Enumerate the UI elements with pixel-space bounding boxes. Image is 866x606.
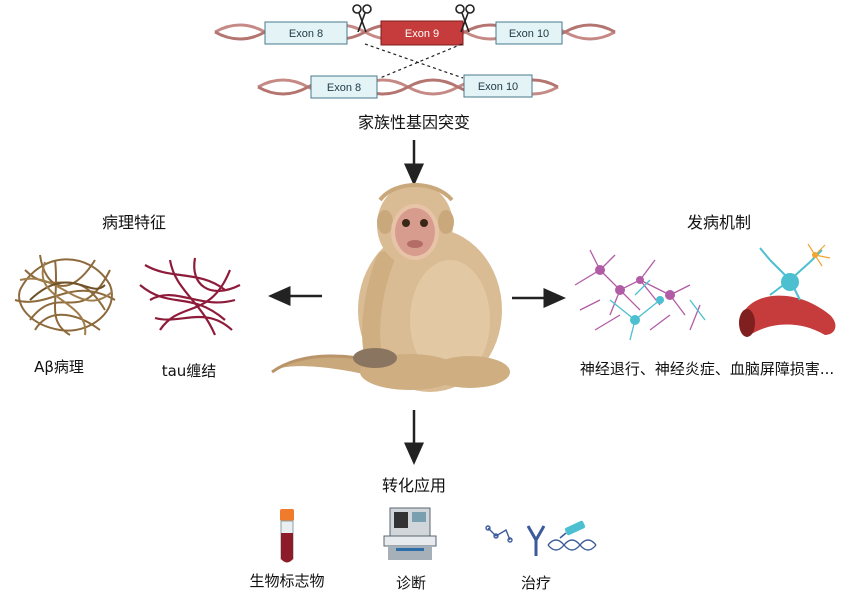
- scissors-icon: [352, 4, 372, 33]
- exon-8-box-bottom: Exon 8: [310, 75, 378, 99]
- antibody-icon: [526, 525, 546, 556]
- left-section-title: 病理特征: [101, 213, 167, 232]
- neuron-network-illustration: [574, 249, 706, 341]
- bottom-section-title: 转化应用: [381, 476, 447, 495]
- tau-tangle-illustration: [139, 257, 241, 336]
- exon-8-label-top: Exon 8: [289, 28, 323, 40]
- dna-helix-icon: [547, 539, 597, 551]
- top-caption: 家族性基因突变: [357, 113, 471, 132]
- biomarker-label: 生物标志物: [249, 572, 325, 590]
- therapy-molecules-icon: [485, 520, 597, 556]
- mechanism-caption: 神经退行、神经炎症、血脑屏障损害...: [579, 360, 835, 378]
- exon-8-label-bottom: Exon 8: [327, 82, 361, 94]
- exon-10-box-bottom: Exon 10: [463, 74, 533, 98]
- exon-9-label: Exon 9: [405, 28, 439, 40]
- macaque-illustration: [271, 183, 510, 392]
- scissors-icon: [455, 4, 475, 33]
- exon-10-label-top: Exon 10: [509, 28, 549, 40]
- diagnostic-equipment-icon: [383, 507, 437, 560]
- diagnosis-label: 诊断: [395, 574, 427, 592]
- tau-label: tau缠结: [161, 362, 217, 380]
- blood-brain-barrier-illustration: [739, 243, 836, 337]
- blood-tube-icon: [280, 509, 294, 563]
- therapy-label: 治疗: [520, 574, 552, 592]
- abeta-label: Aβ病理: [34, 358, 84, 376]
- exon-8-box-top: Exon 8: [264, 21, 348, 45]
- syringe-icon: [559, 520, 586, 539]
- amyloid-plaque-illustration: [14, 254, 116, 336]
- right-section-title: 发病机制: [686, 213, 752, 232]
- exon-10-label-bottom: Exon 10: [478, 81, 518, 93]
- exon-10-box-top: Exon 10: [495, 21, 563, 45]
- exon-9-box: Exon 9: [380, 20, 464, 46]
- splice-dashed-lines: [364, 43, 464, 79]
